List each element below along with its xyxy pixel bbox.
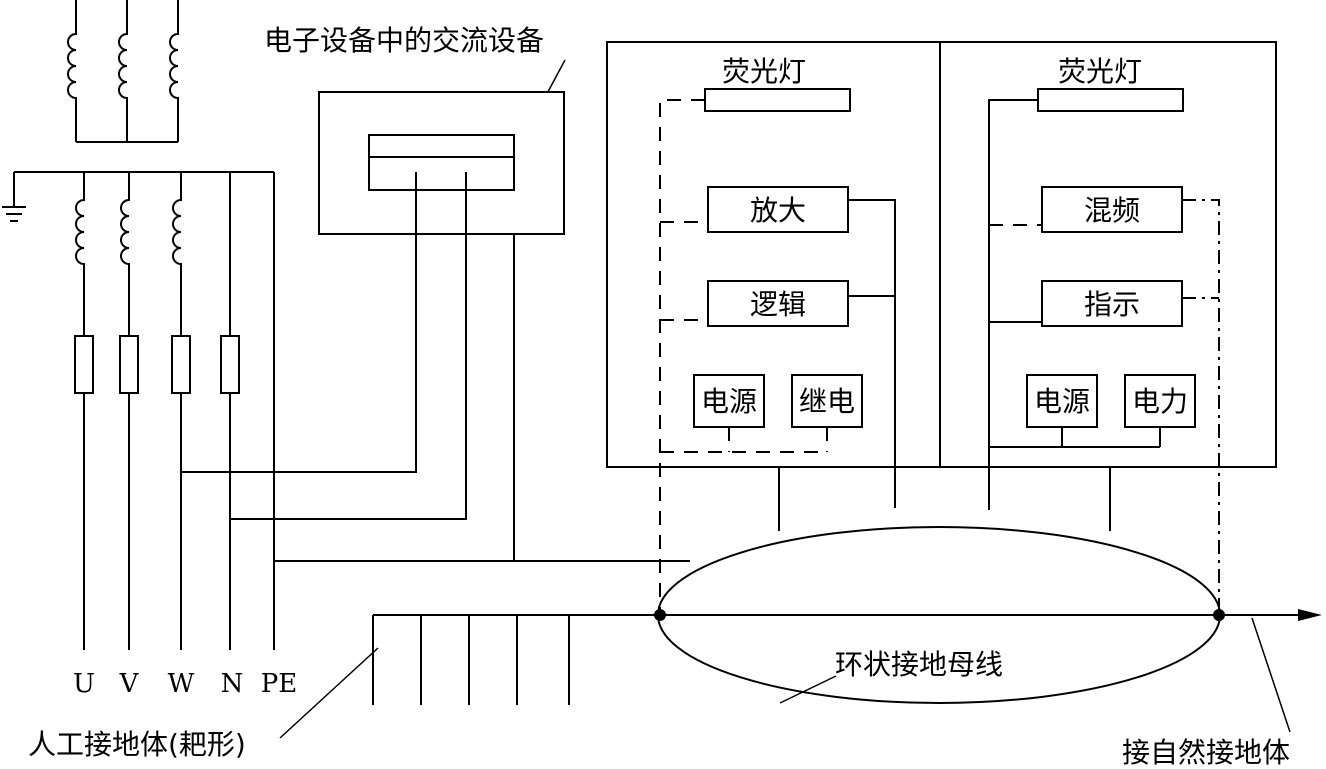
logic-label: 逻辑 (750, 288, 806, 321)
fluorescent-left-label: 荧光灯 (722, 55, 806, 88)
fuses (74, 335, 240, 650)
ring-bus-label: 环状接地母线 (835, 648, 1003, 681)
artificial-ground-label: 人工接地体(耙形) (28, 728, 246, 761)
electric-power-label: 电力 (1132, 385, 1188, 418)
phase-v-label: V (119, 669, 140, 699)
phase-w-label: W (168, 669, 195, 699)
relay-box (791, 374, 863, 428)
power-left-box (693, 374, 765, 428)
bus-node-left (654, 609, 666, 621)
equipment-cabinet (606, 41, 1277, 468)
ac-equipment-label: 电子设备中的交流设备 (264, 24, 544, 57)
amplifier-label: 放大 (750, 194, 806, 227)
power-left-label: 电源 (701, 385, 757, 418)
fluorescent-lamp-right (1037, 88, 1184, 112)
phase-u-label: U (73, 669, 95, 699)
indicator-label: 指示 (1084, 288, 1140, 321)
mixer-box (1041, 186, 1183, 233)
bus-node-right (1213, 609, 1225, 621)
mixer-label: 混频 (1084, 194, 1140, 227)
transformer-primary (67, 0, 179, 143)
earth-symbol (2, 171, 274, 222)
bus-arrow (1298, 609, 1322, 621)
phase-n-label: N (221, 669, 244, 699)
natural-ground-label: 接自然接地体 (1122, 736, 1290, 769)
fluorescent-lamp-left (704, 88, 851, 112)
left-section: 荧光灯 放大 逻辑 电源 继电 (659, 55, 896, 614)
relay-label: 继电 (799, 385, 855, 418)
amplifier-box (707, 186, 849, 233)
ac-equipment: 电子设备中的交流设备 (181, 24, 566, 562)
artificial-ground-rake (279, 615, 570, 739)
fluorescent-right-label: 荧光灯 (1058, 55, 1142, 88)
indicator-box (1041, 280, 1183, 327)
logic-box (707, 280, 849, 327)
phase-labels: U V W N PE (73, 669, 297, 699)
power-right-label: 电源 (1034, 385, 1090, 418)
transformer-secondary (75, 172, 275, 650)
phase-pe-label: PE (261, 669, 297, 699)
right-section: 荧光灯 混频 指示 电源 电力 (988, 55, 1220, 614)
